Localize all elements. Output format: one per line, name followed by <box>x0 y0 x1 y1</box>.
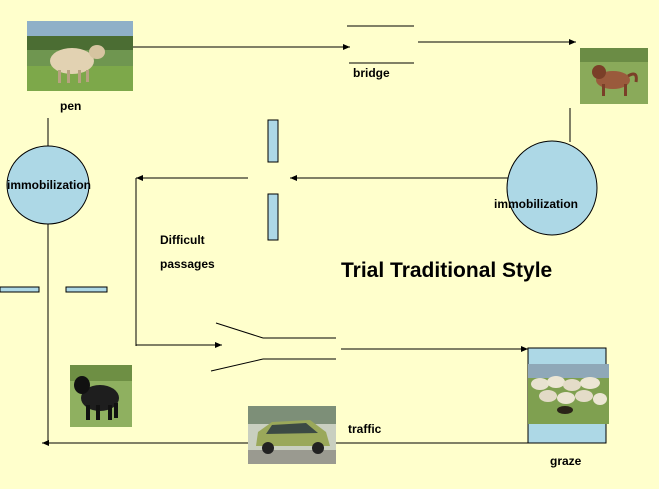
label-pen: pen <box>60 99 82 113</box>
label-difficult: Difficult <box>160 233 205 247</box>
label-passages: passages <box>160 257 215 271</box>
gate-bar-upper <box>267 119 279 163</box>
label-immobilization-right: immobilization <box>494 197 578 211</box>
funnel-upper-diagonal <box>215 322 264 339</box>
diagram-title: Trial Traditional Style <box>341 259 553 282</box>
label-immobilization-left: immobilization <box>7 178 91 192</box>
funnel-lower-diagonal <box>210 358 264 372</box>
gate-bar-lower <box>267 193 279 241</box>
label-traffic: traffic <box>348 422 382 436</box>
left-bar-1 <box>0 286 40 293</box>
immobilization-circle-right <box>506 140 598 236</box>
shaggy-dog-photo <box>580 48 648 104</box>
label-bridge: bridge <box>353 66 390 80</box>
label-graze: graze <box>550 454 582 468</box>
left-bar-2 <box>65 286 108 293</box>
sheep-photo <box>27 21 133 91</box>
green-car-photo <box>248 406 336 464</box>
immobilization-circle-left <box>6 145 90 225</box>
black-corded-dog-photo <box>70 365 132 427</box>
sheep-flock-photo <box>528 364 609 424</box>
